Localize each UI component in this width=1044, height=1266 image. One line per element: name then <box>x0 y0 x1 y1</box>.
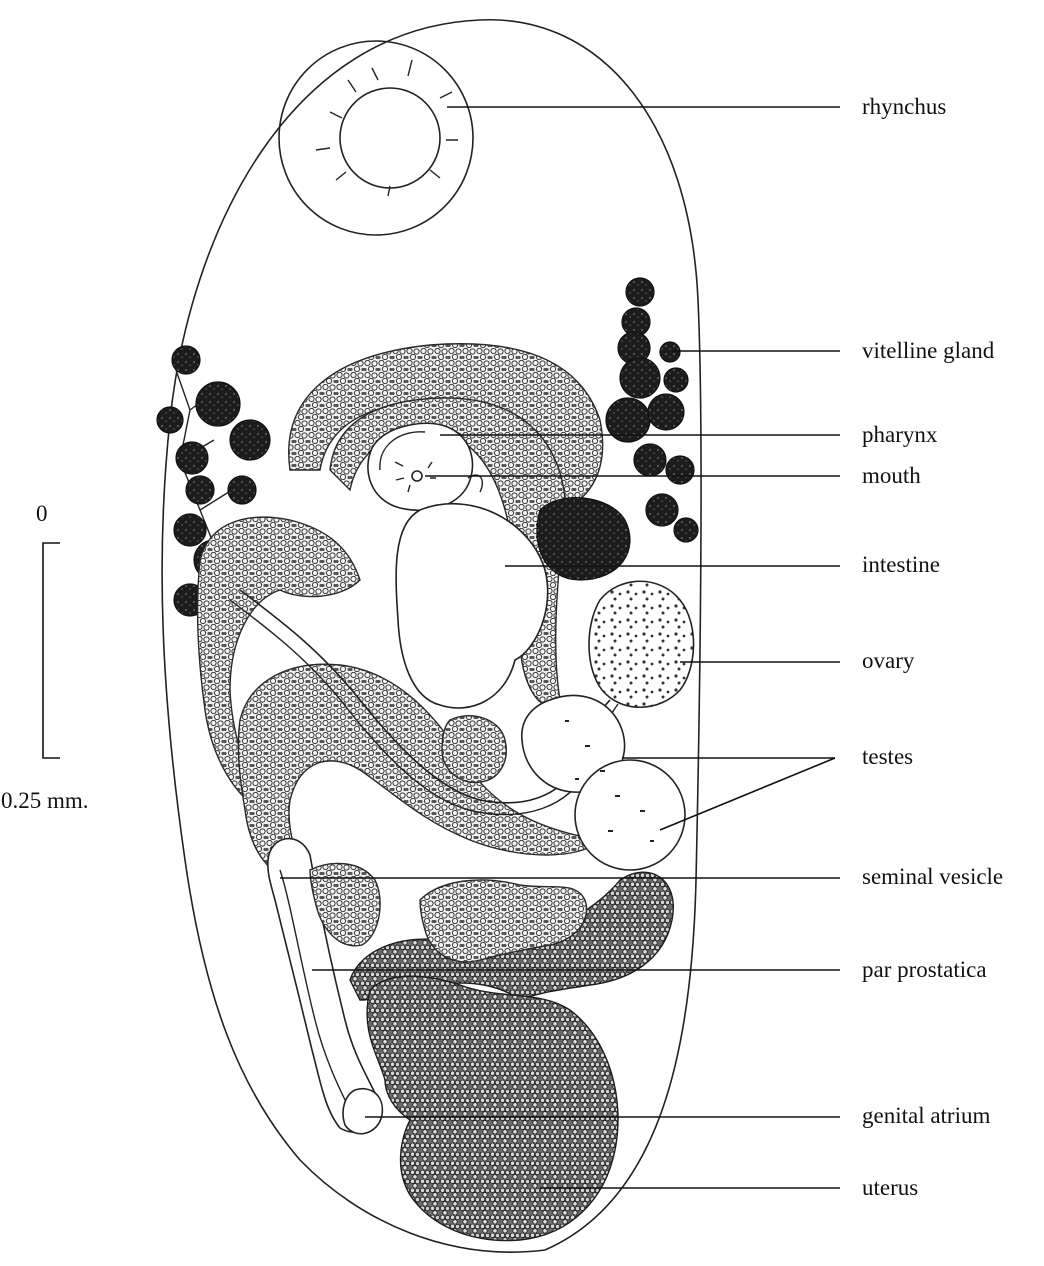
label-genital-atrium: genital atrium <box>862 1103 990 1128</box>
label-pharynx: pharynx <box>862 422 938 447</box>
scale-bar-length-label: 0.25 mm. <box>1 788 89 813</box>
label-ovary: ovary <box>862 648 915 673</box>
label-testes: testes <box>862 744 913 769</box>
label-vitelline-gland: vitelline gland <box>862 338 995 363</box>
intestine-organ <box>396 504 548 708</box>
label-par-prostatica: par prostatica <box>862 957 987 982</box>
label-rhynchus: rhynchus <box>862 94 946 119</box>
tissue-lobe <box>442 716 506 783</box>
label-uterus: uterus <box>862 1175 918 1200</box>
label-mouth: mouth <box>862 463 921 488</box>
scale-bar: 0 0.25 mm. <box>1 501 89 813</box>
dark-mass <box>537 498 630 580</box>
scale-bar-zero-label: 0 <box>36 501 48 526</box>
vitelline-gland-right <box>606 278 698 542</box>
uterus-organ <box>367 976 618 1240</box>
ovary-organ <box>589 581 694 707</box>
label-intestine: intestine <box>862 552 940 577</box>
label-seminal-vesicle: seminal vesicle <box>862 864 1003 889</box>
rhynchus-organ <box>279 41 473 235</box>
